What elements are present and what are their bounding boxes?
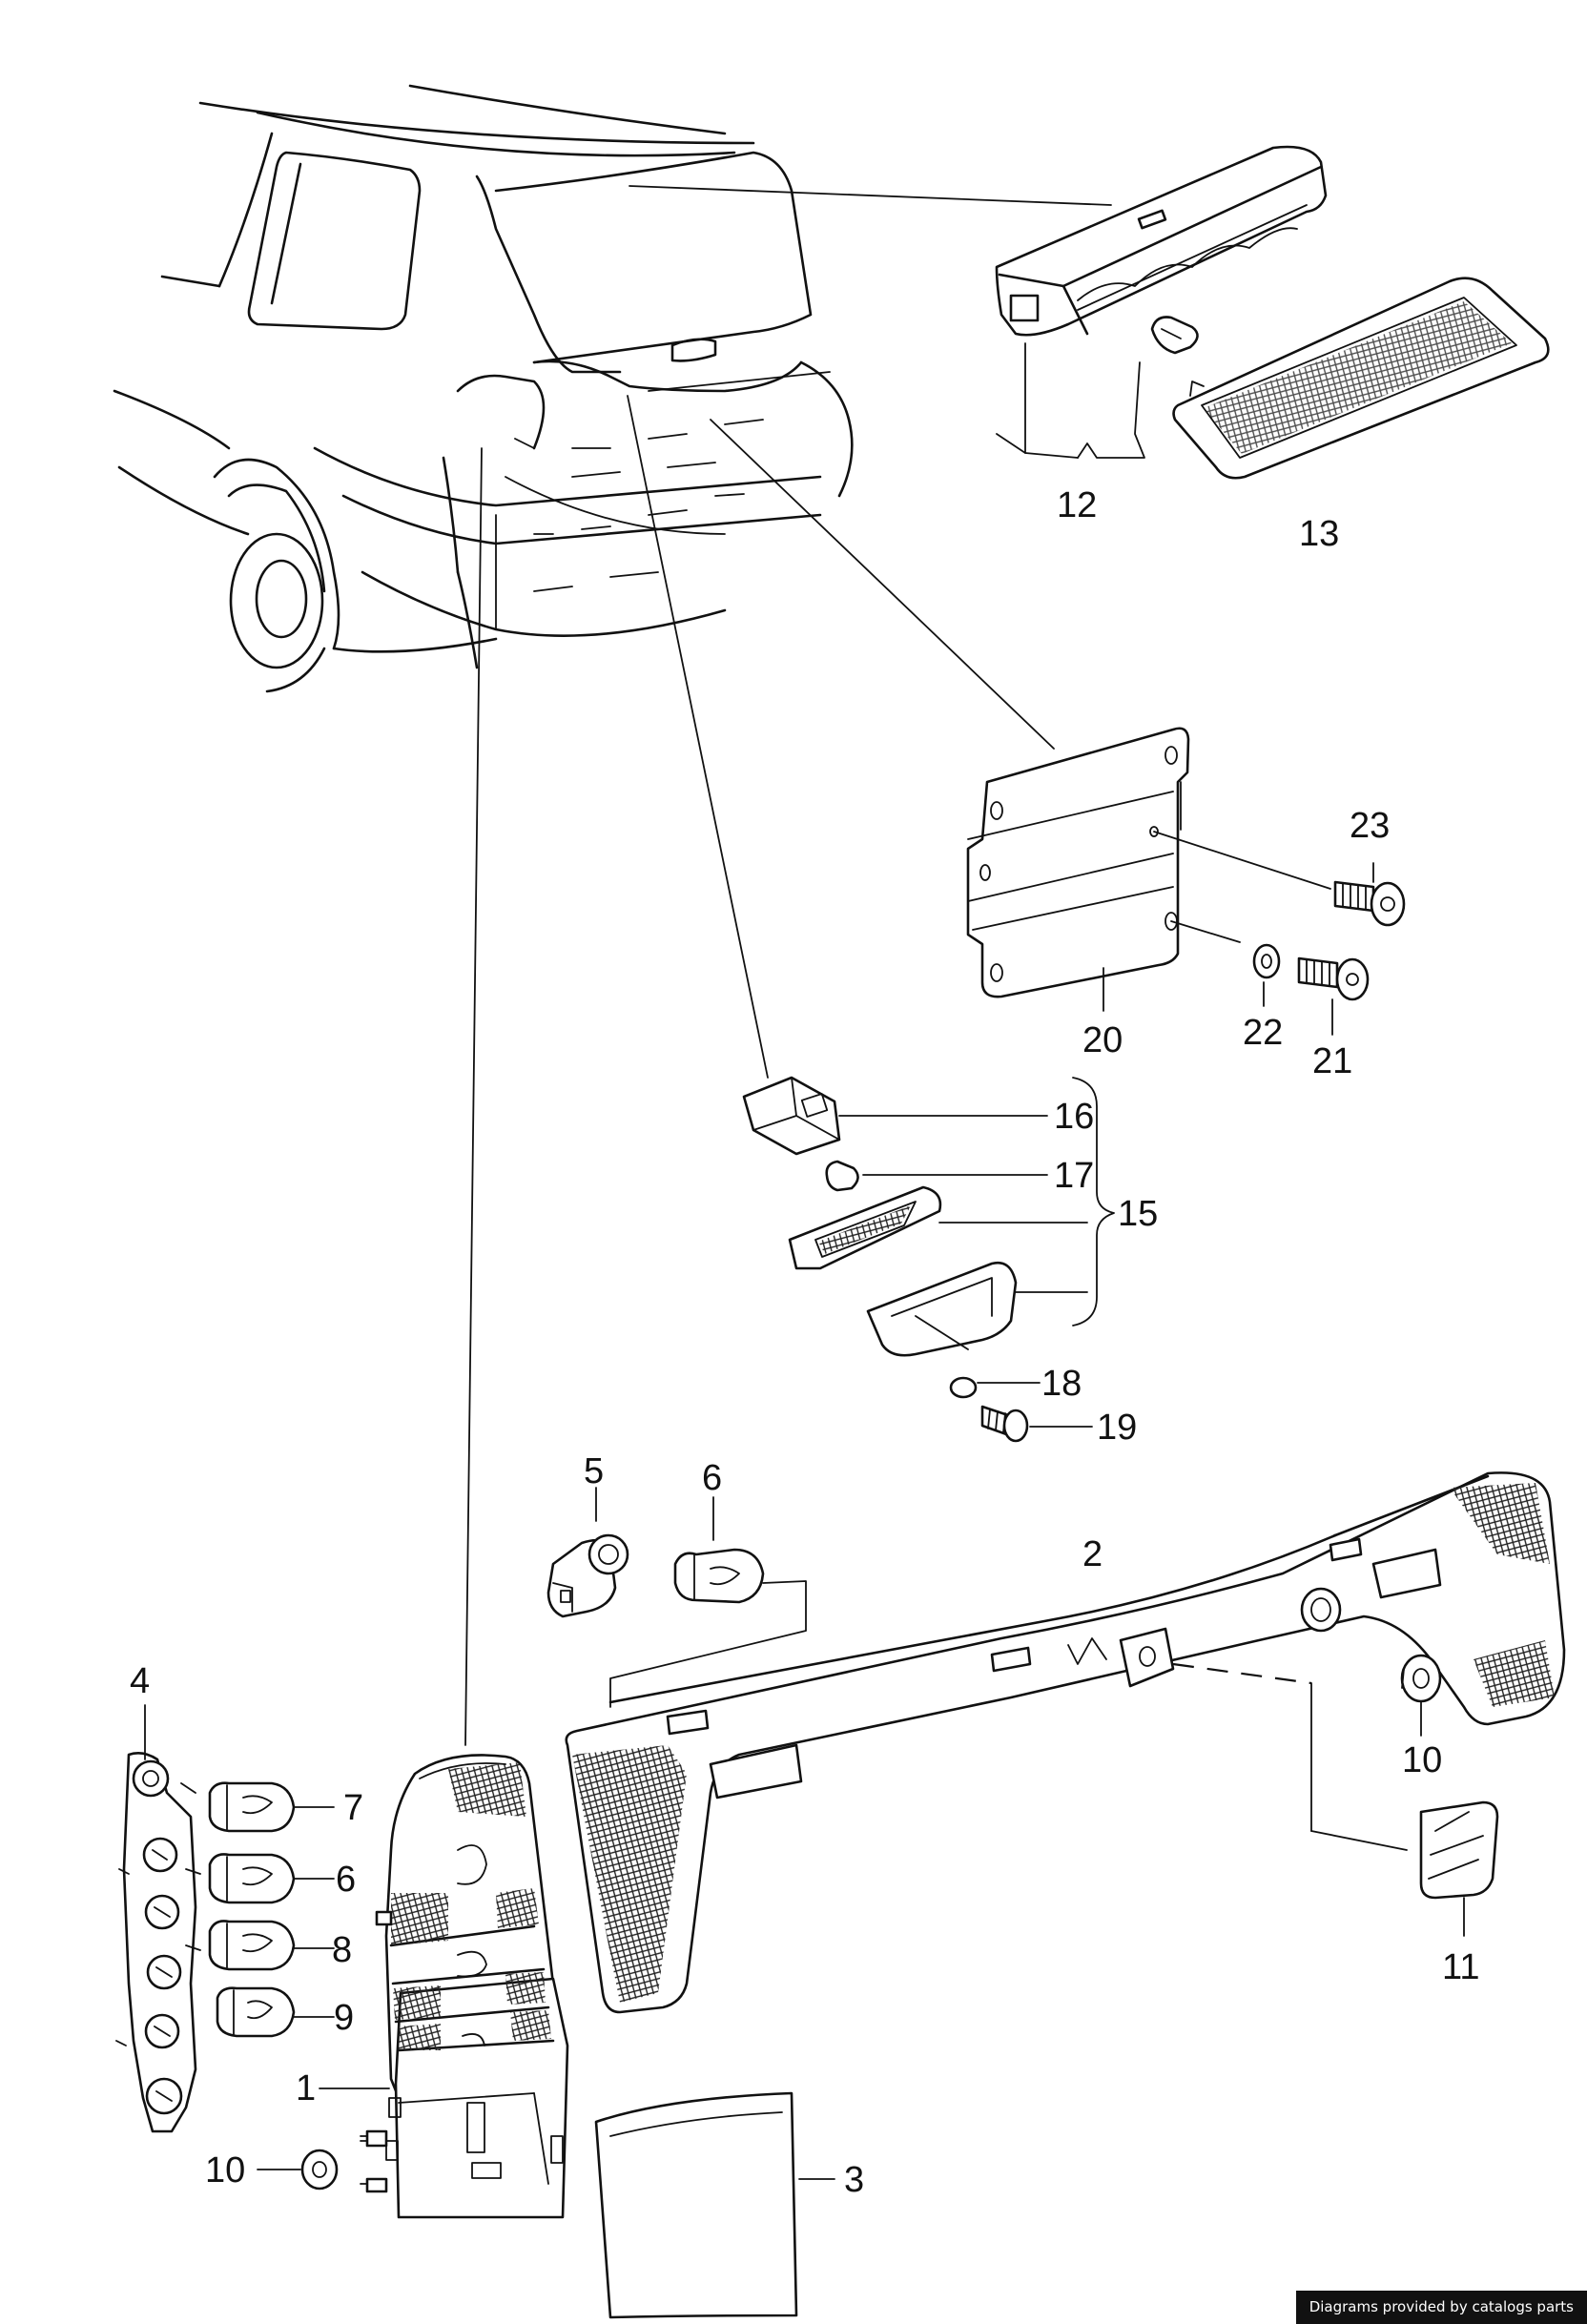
label-18: 18 <box>1041 1364 1082 1404</box>
car-rear-view <box>113 84 854 693</box>
label-3: 3 <box>844 2160 864 2200</box>
label-4: 4 <box>130 1661 150 1701</box>
bolt-21 <box>1297 956 1370 1001</box>
leader-lines <box>464 185 1112 1746</box>
label-16: 16 <box>1054 1097 1094 1137</box>
label-15: 15 <box>1118 1194 1158 1234</box>
plate-light-bulb-17 <box>825 1160 859 1192</box>
high-brake-light-housing <box>995 145 1328 337</box>
label-6-left: 6 <box>336 1860 356 1900</box>
washer-22 <box>1252 943 1281 979</box>
label-10-right: 10 <box>1402 1740 1442 1780</box>
label-17: 17 <box>1054 1156 1094 1196</box>
bulb-9 <box>216 1986 296 2038</box>
plate-light-socket-16 <box>742 1076 841 1156</box>
bulb-holder-4 <box>115 1752 201 2133</box>
bulb-6-left <box>208 1853 296 1904</box>
nut-10-left <box>300 2149 339 2190</box>
license-plate-bracket <box>966 727 1190 998</box>
label-9: 9 <box>334 1998 354 2038</box>
label-6-top: 6 <box>702 1458 722 1498</box>
credit-banner: Diagrams provided by catalogs parts <box>1295 2291 1587 2324</box>
bulb-socket-5 <box>546 1533 629 1618</box>
bulb-8 <box>208 1920 296 1971</box>
nut-10-right <box>1400 1654 1442 1703</box>
plate-light-lens <box>866 1261 1018 1357</box>
label-21: 21 <box>1312 1041 1352 1081</box>
bracket-12 <box>996 342 1145 459</box>
label-2: 2 <box>1082 1534 1103 1574</box>
bulb-12 <box>1150 316 1199 355</box>
emblem-11 <box>1419 1800 1499 1900</box>
label-19: 19 <box>1097 1408 1137 1448</box>
label-22: 22 <box>1243 1013 1283 1053</box>
label-13: 13 <box>1299 514 1339 554</box>
label-12: 12 <box>1057 485 1097 525</box>
label-8: 8 <box>332 1930 352 1970</box>
label-10-left: 10 <box>205 2150 245 2190</box>
label-1: 1 <box>296 2068 316 2108</box>
plate-light-seal <box>788 1185 942 1270</box>
label-23: 23 <box>1350 806 1390 846</box>
part-labels: 1 2 3 4 5 6 7 6 8 9 10 10 11 12 13 15 16… <box>130 485 1479 2200</box>
tail-light-1 <box>360 1754 569 2219</box>
washer-18 <box>949 1376 978 1399</box>
label-20: 20 <box>1082 1020 1123 1060</box>
bulb-7 <box>208 1781 296 1833</box>
high-brake-light-lens <box>1172 277 1550 480</box>
bulb-6-top <box>673 1548 765 1604</box>
label-11: 11 <box>1442 1947 1479 1987</box>
screw-19 <box>980 1405 1029 1443</box>
label-7: 7 <box>343 1788 363 1828</box>
label-5: 5 <box>584 1451 604 1491</box>
rear-panel-trim <box>565 1471 1566 2014</box>
bolt-23 <box>1333 880 1406 927</box>
seal-cover-3 <box>594 2091 798 2319</box>
